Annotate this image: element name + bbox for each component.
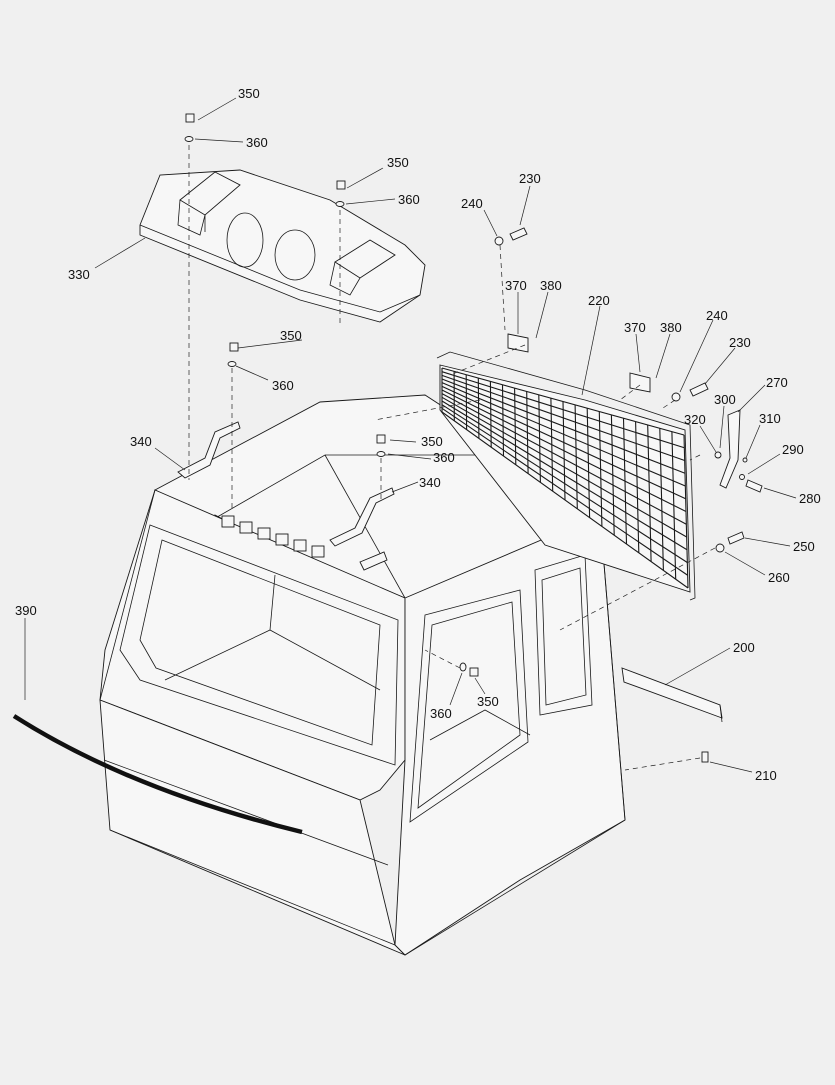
callout-360: 360	[433, 450, 455, 465]
callout-210: 210	[755, 768, 777, 783]
callout-360: 360	[430, 706, 452, 721]
callout-290: 290	[782, 442, 804, 457]
callout-380: 380	[540, 278, 562, 293]
callout-270: 270	[766, 375, 788, 390]
callout-200: 200	[733, 640, 755, 655]
callout-310: 310	[759, 411, 781, 426]
rail-200	[622, 668, 722, 722]
roof-light-bar-330	[140, 170, 425, 322]
callout-350: 350	[280, 328, 302, 343]
callout-220: 220	[588, 293, 610, 308]
callout-240: 240	[461, 196, 483, 211]
callout-380: 380	[660, 320, 682, 335]
callout-360: 360	[398, 192, 420, 207]
latch-arm-270	[720, 410, 740, 488]
callout-230: 230	[729, 335, 751, 350]
callout-360: 360	[272, 378, 294, 393]
callout-260: 260	[768, 570, 790, 585]
callout-350: 350	[238, 86, 260, 101]
callout-350: 350	[477, 694, 499, 709]
callout-340: 340	[130, 434, 152, 449]
callout-250: 250	[793, 539, 815, 554]
callout-330: 330	[68, 267, 90, 282]
callout-280: 280	[799, 491, 821, 506]
callout-340: 340	[419, 475, 441, 490]
callout-230: 230	[519, 171, 541, 186]
callout-390: 390	[15, 603, 37, 618]
callout-240: 240	[706, 308, 728, 323]
callout-370: 370	[624, 320, 646, 335]
callout-350: 350	[421, 434, 443, 449]
callout-350: 350	[387, 155, 409, 170]
callout-360: 360	[246, 135, 268, 150]
callout-300: 300	[714, 392, 736, 407]
callout-370: 370	[505, 278, 527, 293]
callout-320: 320	[684, 412, 706, 427]
